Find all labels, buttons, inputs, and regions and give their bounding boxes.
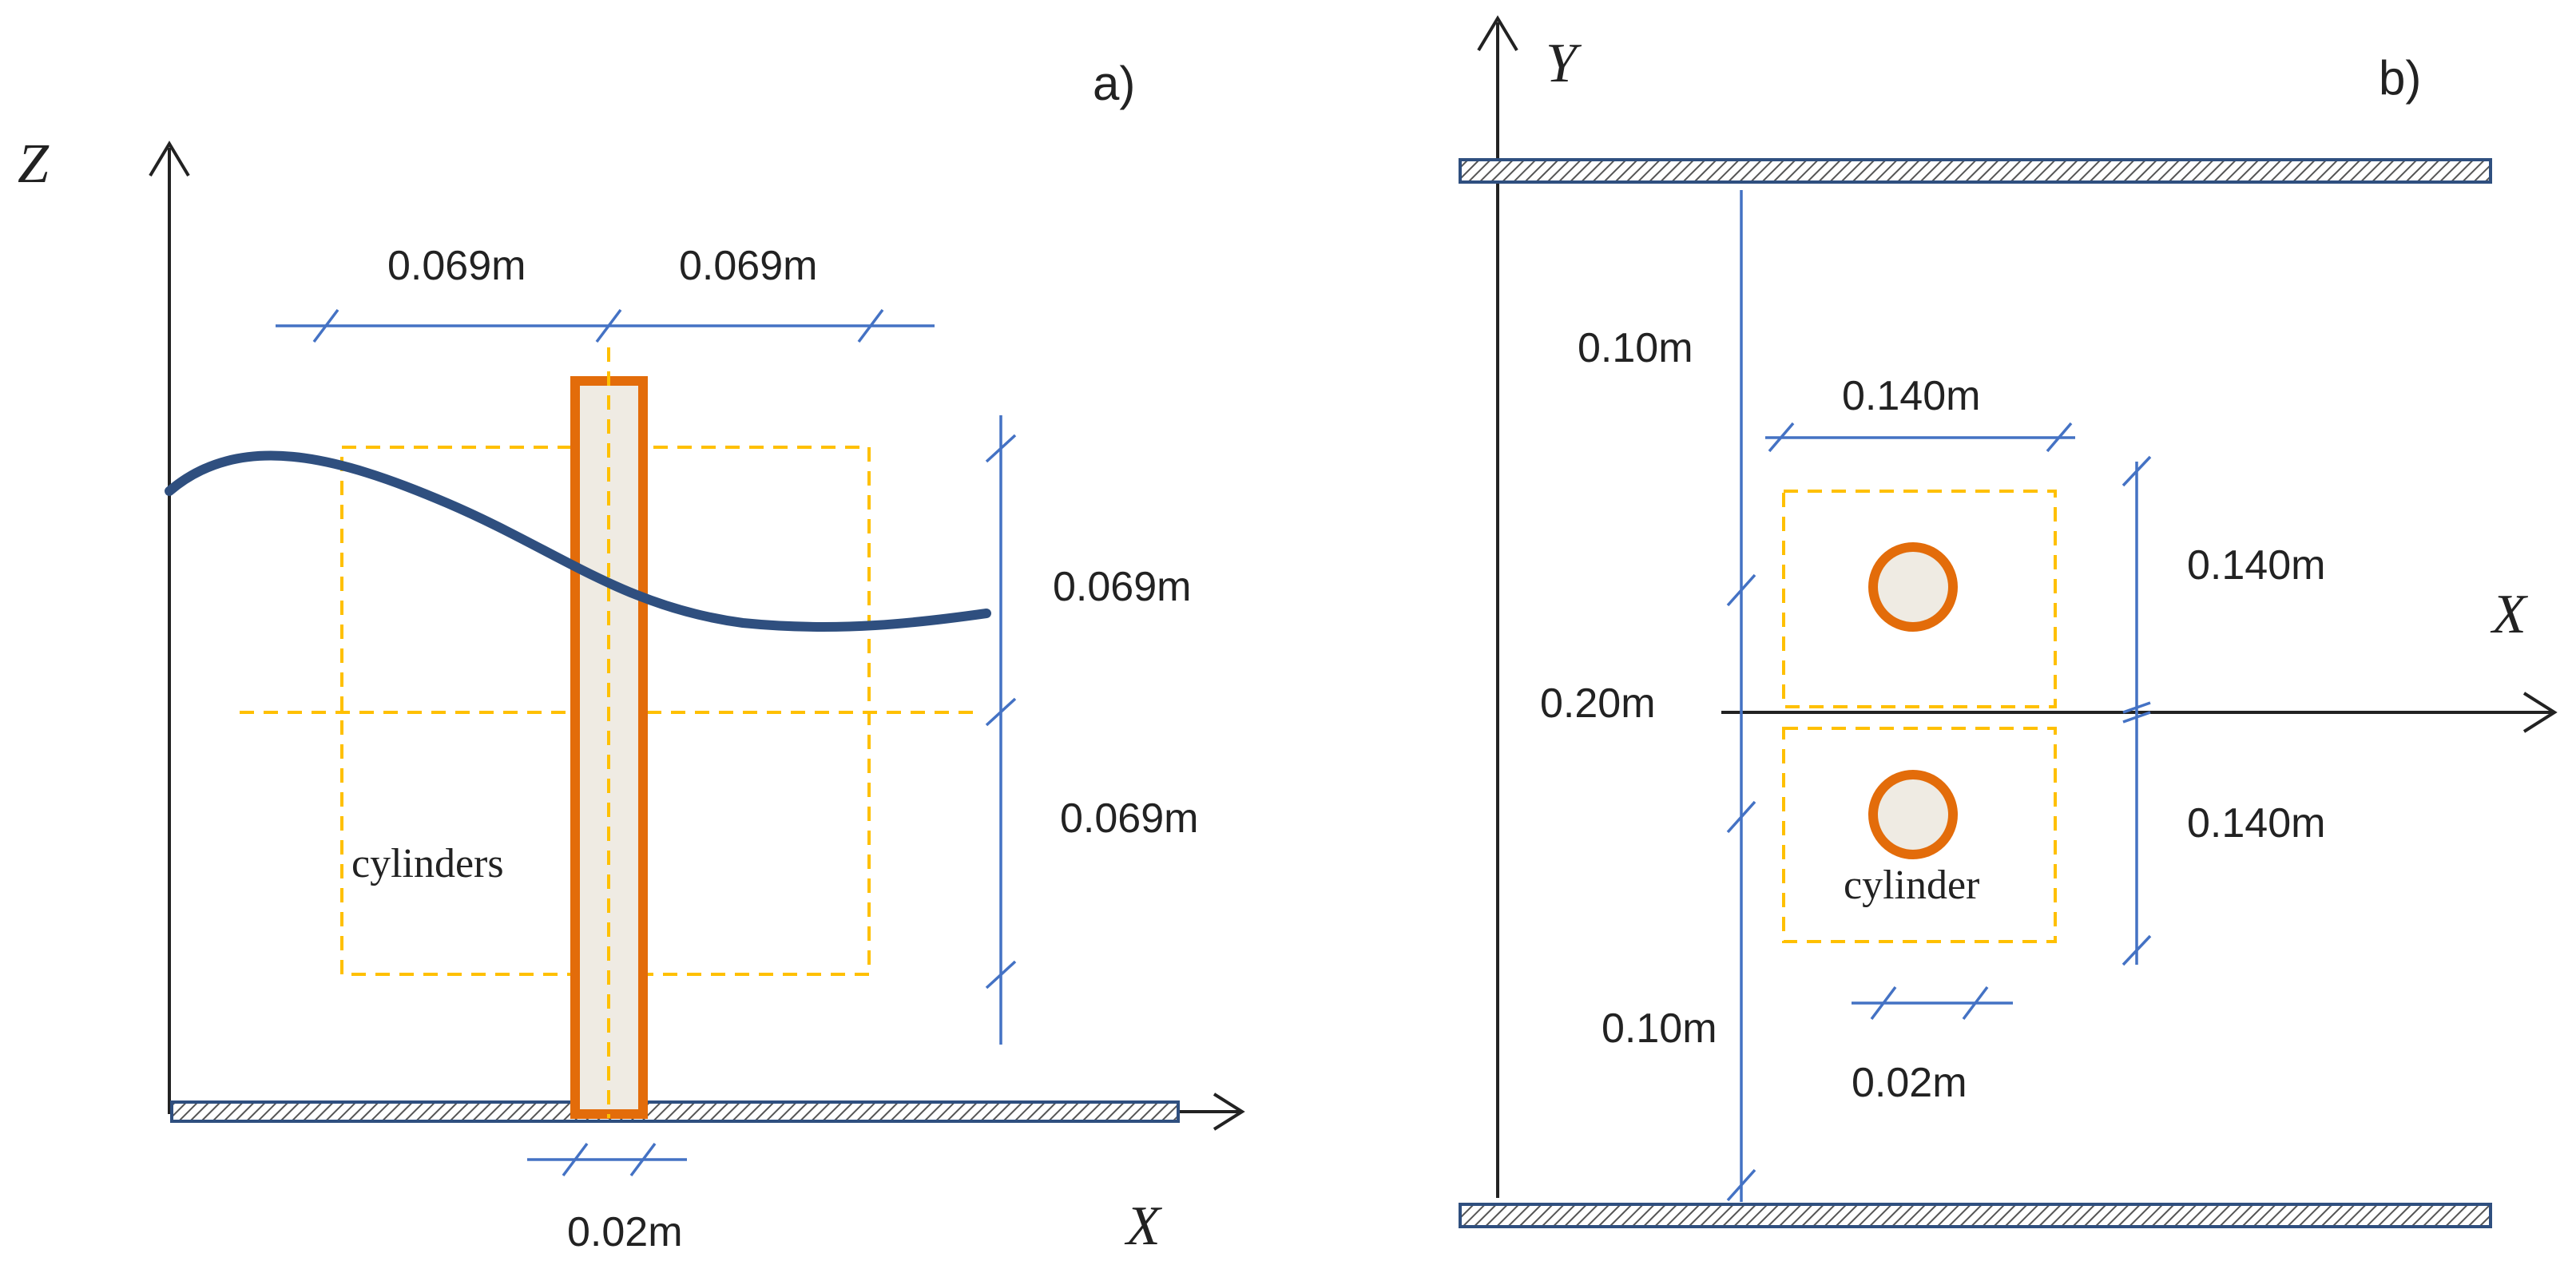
z-axis <box>149 141 190 1114</box>
dimension-top-a <box>276 308 935 343</box>
dim-gap-top-label: 0.10m <box>1578 325 1693 371</box>
dimension-diameter <box>1852 985 2013 1021</box>
dim-box-width-label: 0.140m <box>1842 373 1980 419</box>
dim-right-lower-label: 0.069m <box>1060 795 1198 842</box>
dim-right-upper-label: 0.069m <box>1053 564 1191 610</box>
x-axis-label-b: X <box>2490 584 2529 645</box>
y-axis <box>1477 15 1518 1198</box>
panel-b: b) Y X 0.10m 0.20m 0.10m 0.140m 0.140m 0… <box>1459 15 2558 1228</box>
bottom-wall-a <box>170 1100 1180 1123</box>
dim-top-right-label: 0.069m <box>679 243 817 289</box>
cylinders-label: cylinders <box>351 841 504 886</box>
lower-cylinder <box>1868 770 1958 859</box>
lower-cylinder-box <box>1782 727 2057 943</box>
panel-a-tag: a) <box>1093 57 1135 110</box>
dim-top-left-label: 0.069m <box>387 243 526 289</box>
upper-cylinder <box>1868 542 1958 632</box>
panel-a: a) Z X 0.069m 0.069m 0.069m 0.069m 0.02m… <box>18 57 1245 1257</box>
dimension-right-a <box>985 415 1017 1045</box>
x-axis-label-a: X <box>1124 1196 1163 1257</box>
dim-box-lower-label: 0.140m <box>2187 800 2325 847</box>
dim-bottom-label-a: 0.02m <box>567 1209 683 1255</box>
free-surface-wave <box>165 450 991 632</box>
z-axis-label: Z <box>18 133 50 195</box>
panel-b-tag: b) <box>2379 51 2421 105</box>
dimension-box-width <box>1765 422 2075 453</box>
upper-cylinder-box <box>1782 490 2057 708</box>
bottom-wall-b <box>1459 1203 2492 1228</box>
dimension-bottom-a <box>527 1142 687 1177</box>
dim-center-label: 0.20m <box>1540 680 1656 727</box>
dim-box-upper-label: 0.140m <box>2187 542 2325 589</box>
cylinder-label: cylinder <box>1844 862 1979 908</box>
dimension-right-b <box>2122 455 2152 966</box>
top-wall-b <box>1459 158 2492 184</box>
y-axis-label: Y <box>1546 33 1582 94</box>
dim-diameter-label: 0.02m <box>1852 1060 1967 1106</box>
dimension-left-b <box>1726 190 1756 1202</box>
dim-gap-bottom-label: 0.10m <box>1602 1005 1717 1052</box>
x-axis-a <box>1174 1092 1245 1131</box>
